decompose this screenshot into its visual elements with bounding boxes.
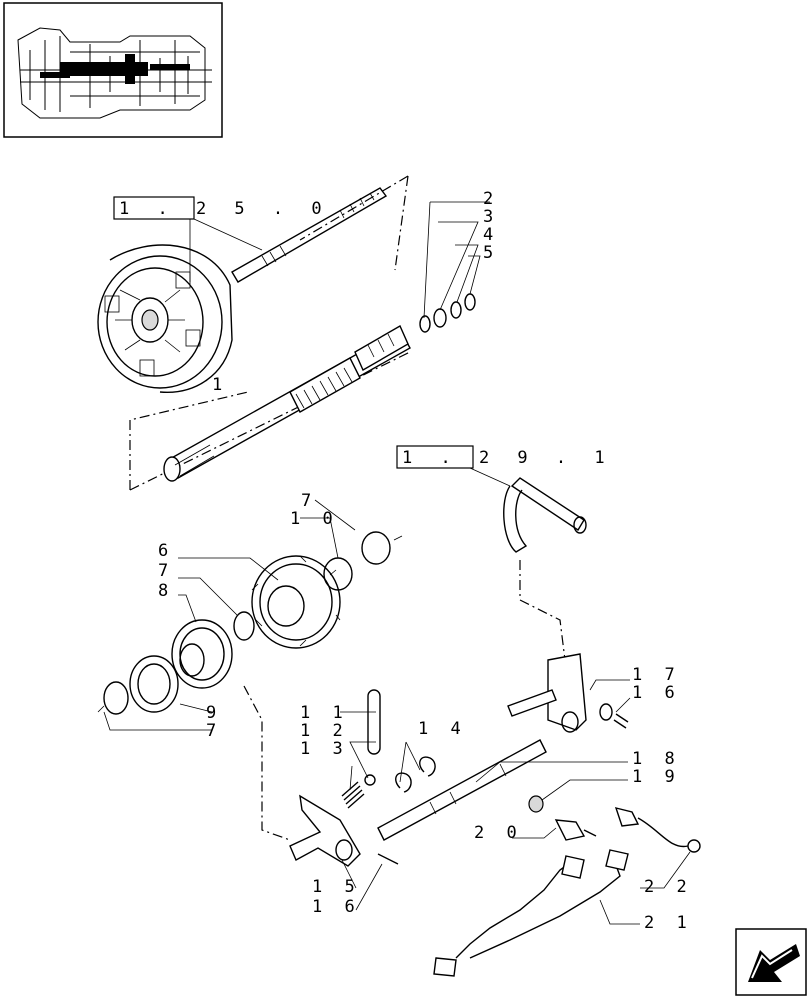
pin-16-lower bbox=[377, 853, 399, 865]
callout-13[interactable]: 1 3 bbox=[300, 739, 349, 759]
clips-14 bbox=[395, 756, 436, 793]
callout-1[interactable]: 1 bbox=[212, 375, 228, 395]
snap-ring-7 bbox=[103, 681, 129, 715]
selector-fork-17 bbox=[507, 653, 613, 733]
snap-ring-7-upper bbox=[361, 531, 391, 565]
ring-gear-9 bbox=[129, 655, 179, 713]
dash-lower-group bbox=[243, 685, 291, 841]
callout-16-upper[interactable]: 1 6 bbox=[632, 683, 681, 703]
callout-14[interactable]: 1 4 bbox=[418, 719, 467, 739]
previous-page-button[interactable] bbox=[735, 928, 807, 996]
callout-21[interactable]: 2 1 bbox=[644, 913, 693, 933]
location-thumbnail bbox=[3, 2, 223, 138]
clutch-assembly bbox=[97, 244, 233, 393]
ring-7 bbox=[233, 611, 255, 641]
leader-ref-1291 bbox=[469, 467, 511, 487]
callout-12[interactable]: 1 2 bbox=[300, 721, 349, 741]
ball-12 bbox=[364, 774, 376, 786]
shift-lever bbox=[503, 477, 587, 553]
washer-19 bbox=[528, 795, 544, 813]
callout-5[interactable]: 5 bbox=[483, 243, 499, 263]
leaders-lower bbox=[340, 679, 691, 925]
callout-7-top[interactable]: 7 bbox=[301, 491, 317, 511]
harness-21 bbox=[433, 849, 629, 977]
group-outline-upper bbox=[129, 175, 411, 491]
group-outline-upper-2 bbox=[299, 175, 409, 241]
input-shaft-upper bbox=[231, 187, 388, 283]
callout-3[interactable]: 3 bbox=[483, 207, 499, 227]
sensor-20 bbox=[554, 819, 597, 841]
reference-1-29-1[interactable]: 1 . 2 9 . 1 bbox=[396, 445, 614, 469]
callout-9[interactable]: 9 bbox=[206, 703, 222, 723]
callout-8[interactable]: 8 bbox=[158, 581, 174, 601]
axis-tick-left bbox=[97, 705, 105, 713]
main-shaft bbox=[163, 325, 411, 482]
snap-rings-2-5 bbox=[419, 293, 476, 333]
callout-20[interactable]: 2 0 bbox=[474, 823, 523, 843]
callout-4[interactable]: 4 bbox=[483, 225, 499, 245]
callout-18[interactable]: 1 8 bbox=[632, 749, 681, 769]
callouts: 2 3 4 5 1 7 1 0 6 7 8 9 7 1 1 1 2 1 3 1 … bbox=[158, 189, 693, 933]
reference-label: 1 . 2 9 . 1 bbox=[402, 448, 614, 468]
callout-15[interactable]: 1 5 bbox=[312, 877, 361, 897]
reference-1-25-0[interactable]: 1 . 2 5 . 0 bbox=[113, 196, 331, 220]
callout-6[interactable]: 6 bbox=[158, 541, 174, 561]
dash-lever-to-fork bbox=[519, 560, 566, 661]
callout-2[interactable]: 2 bbox=[483, 189, 499, 209]
callout-17[interactable]: 1 7 bbox=[632, 665, 681, 685]
leader-ref-1250 bbox=[189, 218, 263, 282]
pin-16-upper bbox=[613, 713, 629, 729]
callout-7-low[interactable]: 7 bbox=[206, 721, 222, 741]
spring-13 bbox=[341, 781, 365, 809]
reference-label: 1 . 2 5 . 0 bbox=[119, 199, 331, 219]
pin-11 bbox=[367, 689, 381, 755]
callout-11[interactable]: 1 1 bbox=[300, 703, 349, 723]
callout-19[interactable]: 1 9 bbox=[632, 767, 681, 787]
leaders-2-5 bbox=[423, 201, 490, 319]
callout-22[interactable]: 2 2 bbox=[644, 877, 693, 897]
sensor-22 bbox=[614, 807, 701, 853]
selector-rod bbox=[377, 739, 547, 841]
arrow-back-icon bbox=[748, 944, 800, 982]
callout-7-mid[interactable]: 7 bbox=[158, 561, 174, 581]
axis-tick-right bbox=[393, 535, 403, 541]
synchro-8 bbox=[171, 619, 233, 689]
selector-fork-15 bbox=[289, 794, 361, 867]
gear-6 bbox=[251, 555, 341, 649]
callout-10[interactable]: 1 0 bbox=[290, 509, 339, 529]
callout-16-lower[interactable]: 1 6 bbox=[312, 897, 361, 917]
leaders-gears bbox=[103, 499, 356, 731]
